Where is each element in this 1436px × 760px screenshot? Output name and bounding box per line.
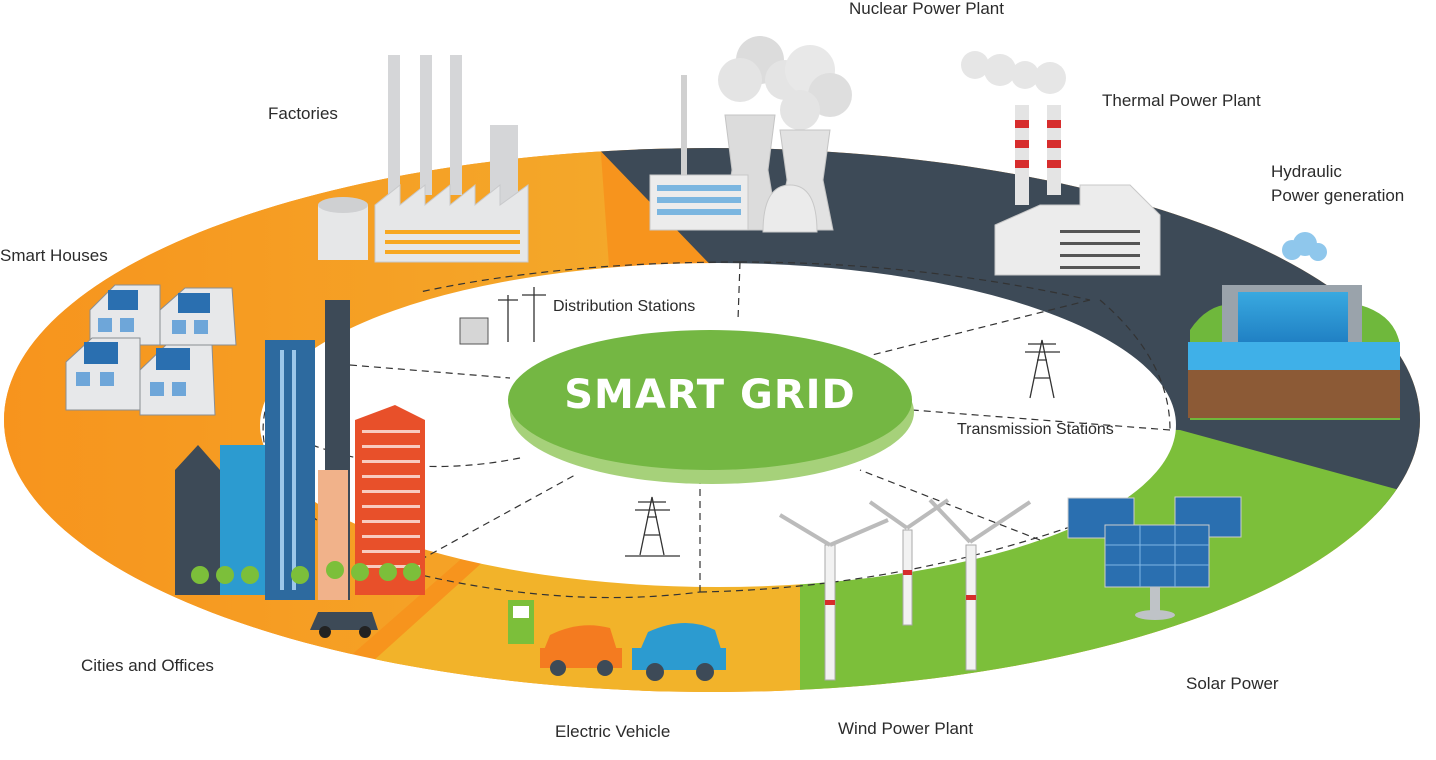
hydro-dam-icon: [1188, 232, 1400, 420]
thermal-plant-icon: [961, 51, 1161, 276]
label-distribution-stations: Distribution Stations: [553, 298, 696, 315]
label-solar-power: Solar Power: [1186, 674, 1279, 693]
label-electric-vehicle: Electric Vehicle: [555, 722, 671, 741]
smart-grid-hub: [508, 330, 914, 484]
wind-turbine-icon: [778, 498, 1032, 681]
label-wind-power-plant: Wind Power Plant: [838, 719, 974, 738]
house-icon: [65, 284, 237, 416]
electric-car-icon: [540, 622, 726, 681]
factory-icon: [318, 55, 529, 263]
solar-panel-icon: [1067, 496, 1242, 620]
transmission-tower-icon: [625, 339, 1060, 557]
label-nuclear-power-plant: Nuclear Power Plant: [849, 0, 1004, 18]
nuclear-plant-icon: [649, 36, 852, 233]
label-hydraulic-line2: Power generation: [1271, 186, 1405, 205]
charging-station-icon: [508, 600, 534, 644]
distribution-substation-icon: [459, 287, 546, 345]
label-transmission-stations: Transmission Stations: [957, 421, 1114, 438]
smart-grid-title: SMART GRID: [564, 372, 856, 418]
label-hydraulic-line1: Hydraulic: [1271, 162, 1342, 181]
label-factories: Factories: [268, 104, 338, 123]
label-smart-houses: Smart Houses: [0, 246, 108, 265]
label-thermal-power-plant: Thermal Power Plant: [1102, 91, 1261, 110]
label-cities-and-offices: Cities and Offices: [81, 656, 214, 675]
city-buildings-icon: [175, 300, 425, 638]
